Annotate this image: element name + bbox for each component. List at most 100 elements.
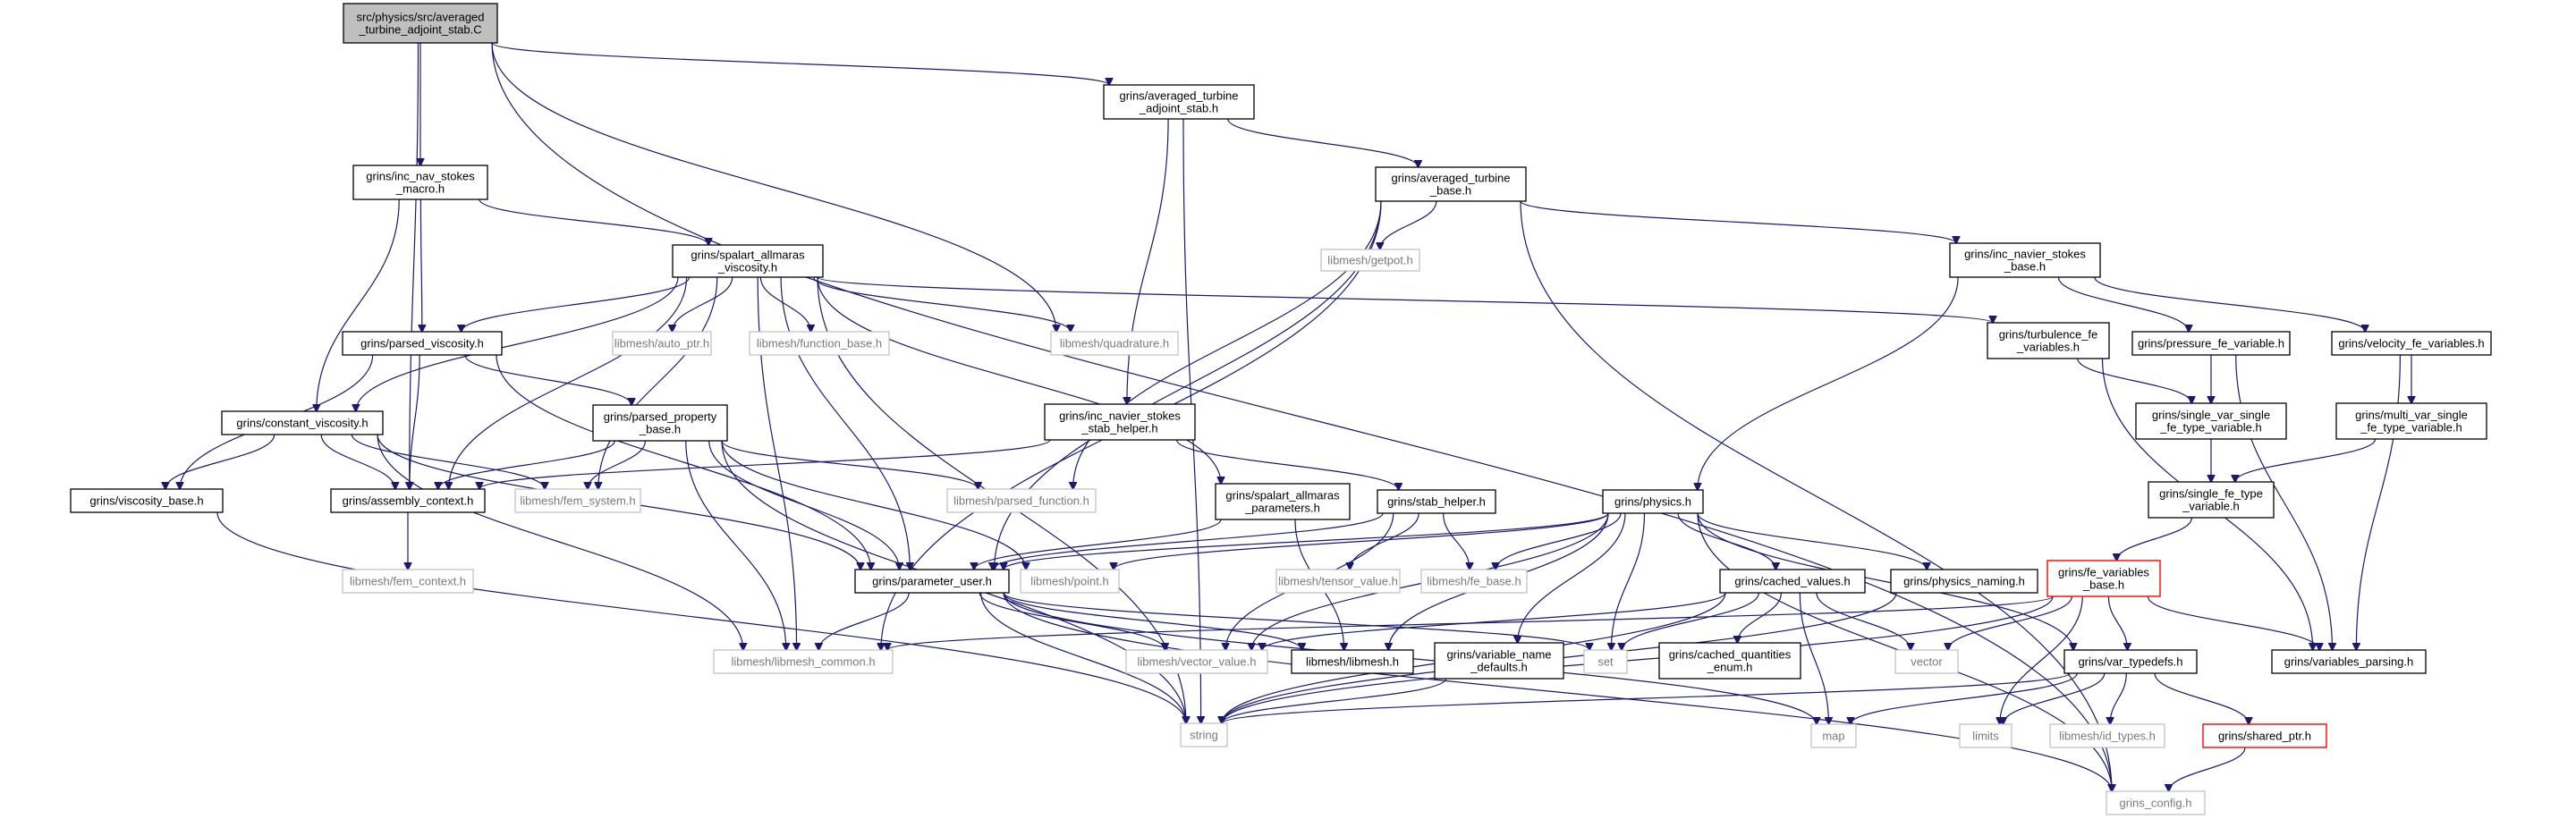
node-box (352, 165, 488, 200)
include-edge (974, 519, 1222, 570)
node-label: grins/multi_var_single (2355, 408, 2468, 421)
node-box (1719, 569, 1866, 594)
node-box (749, 331, 890, 356)
node-libmesh-libmesh-h[interactable]: libmesh/libmesh.h (1291, 649, 1414, 674)
node-grins-viscosity-base-h[interactable]: grins/viscosity_base.h (70, 488, 224, 513)
node-grins-cached-values-h[interactable]: grins/cached_values.h (1719, 569, 1866, 594)
node-label: grins/spalart_allmaras (691, 248, 805, 261)
node-grins-cached-quantities-enum-h[interactable]: grins/cached_quantities_enum.h (1658, 642, 1801, 680)
node-libmesh-fem-context-h: libmesh/fem_context.h (342, 569, 474, 594)
node-grins-shared-ptr-h[interactable]: grins/shared_ptr.h (2202, 723, 2327, 748)
node-grins-velocity-fe-variables-h[interactable]: grins/velocity_fe_variables.h (2331, 331, 2492, 356)
node-box (1375, 166, 1527, 202)
node-box (1275, 569, 1401, 594)
include-edge (813, 276, 1071, 332)
node-libmesh-quadrature-h: libmesh/quadrature.h (1050, 331, 1179, 356)
include-edge (491, 42, 1109, 85)
node-label: grins/single_var_single (2152, 408, 2270, 421)
node-box (612, 331, 712, 356)
include-edge (2107, 595, 2127, 650)
include-edge (1176, 439, 1399, 490)
node-libmesh-function-base-h: libmesh/function_base.h (749, 331, 890, 356)
node-box (1420, 569, 1528, 594)
node-grins-spalart-allmaras-parameters-h[interactable]: grins/spalart_allmaras_parameters.h (1215, 483, 1351, 520)
node-grins-averaged-turbine-adjoint-stab-h[interactable]: grins/averaged_turbine_adjoint_stab.h (1103, 84, 1255, 120)
node-label: libmesh/fem_system.h (520, 494, 635, 507)
node-label: _base.h (2004, 259, 2046, 273)
node-box (1377, 489, 1496, 514)
node-label: grins/parameter_user.h (872, 574, 992, 587)
node-grins-inc-nav-stokes-macro-h[interactable]: grins/inc_nav_stokes_macro.h (352, 165, 488, 200)
node-grins-constant-viscosity-h[interactable]: grins/constant_viscosity.h (221, 410, 384, 435)
include-edge (1496, 512, 1622, 570)
node-label: grins/inc_navier_stokes (1964, 247, 2086, 260)
node-grins-turbulence-fe-variables-h[interactable]: grins/turbulence_fe_variables.h (1987, 322, 2110, 359)
node-label: limits (1972, 729, 1999, 742)
node-grins-var-typedefs-h[interactable]: grins/var_typedefs.h (2063, 649, 2198, 674)
include-edge (1851, 672, 2078, 724)
node-grins-single-var-single-fe-type-variable-h[interactable]: grins/single_var_single_fe_type_variable… (2135, 402, 2287, 440)
node-box (1044, 403, 1196, 441)
node-label: grins/constant_viscosity.h (236, 416, 368, 429)
include-edge (673, 276, 733, 332)
include-edge (1697, 512, 2073, 650)
node-grins-averaged-turbine-base-h[interactable]: grins/averaged_turbine_base.h (1375, 166, 1527, 202)
node-grins-parsed-viscosity-h[interactable]: grins/parsed_viscosity.h (342, 331, 503, 356)
node-string: string (1180, 722, 1228, 747)
node-grins-spalart-allmaras-viscosity-h[interactable]: grins/spalart_allmaras_viscosity.h (672, 244, 824, 278)
include-edge (2235, 438, 2377, 482)
include-edge (780, 276, 910, 570)
node-box (2131, 331, 2291, 356)
node-box (1894, 649, 1959, 674)
include-edge (1799, 592, 1828, 724)
node-label: libmesh/id_types.h (2059, 729, 2156, 742)
include-edge (438, 440, 615, 489)
node-grins-pressure-fe-variable-h[interactable]: grins/pressure_fe_variable.h (2131, 331, 2291, 356)
node-label: grins/averaged_turbine (1120, 89, 1239, 102)
include-edge (377, 434, 743, 650)
node-averaged-turbine-adjoint-stab-c[interactable]: src/physics/src/averaged_turbine_adjoint… (343, 3, 498, 44)
node-grins-variable-name-defaults-h[interactable]: grins/variable_name_defaults.h (1434, 642, 1564, 680)
node-label: grins/shared_ptr.h (2218, 729, 2311, 742)
include-edge (685, 440, 786, 650)
include-edge (721, 440, 1026, 570)
node-box (330, 488, 486, 513)
node-box (1215, 483, 1351, 520)
node-grins-fe-variables-base-h[interactable]: grins/fe_variables_base.h (2046, 560, 2161, 597)
node-label: libmesh/auto_ptr.h (614, 336, 709, 350)
node-label: grins/physics.h (1614, 494, 1691, 508)
node-grins-parameter-user-h[interactable]: grins/parameter_user.h (854, 569, 1010, 594)
include-edge (2077, 358, 2191, 403)
include-edge (1816, 592, 1911, 650)
node-grins-physics-naming-h[interactable]: grins/physics_naming.h (1890, 569, 2038, 594)
node-label: _viscosity.h (717, 260, 777, 274)
node-label: grins/parsed_viscosity.h (360, 336, 484, 350)
node-grins-parsed-property-base-h[interactable]: grins/parsed_property_base.h (592, 404, 728, 442)
include-edge (1222, 672, 2071, 723)
node-grins-multi-var-single-fe-type-variable-h[interactable]: grins/multi_var_single_fe_type_variable.… (2335, 402, 2487, 440)
node-limits: limits (1959, 723, 2012, 748)
node-box (1020, 569, 1120, 594)
node-grins-variables-parsing-h[interactable]: grins/variables_parsing.h (2271, 649, 2427, 674)
node-label: _enum.h (1707, 660, 1753, 673)
node-box (672, 244, 824, 278)
node-box (514, 488, 641, 513)
node-grins-inc-navier-stokes-stab-helper-h[interactable]: grins/inc_navier_stokes_stab_helper.h (1044, 403, 1196, 441)
node-label: _base.h (1429, 183, 1471, 197)
include-edge (1222, 678, 1447, 723)
node-box (2202, 723, 2327, 748)
include-edge (1737, 592, 1782, 643)
node-grins-physics-h[interactable]: grins/physics.h (1602, 489, 1704, 514)
node-label: grins/assembly_context.h (343, 494, 474, 507)
node-grins-config-h: grins_config.h (2106, 790, 2206, 815)
node-label: libmesh/parsed_function.h (953, 494, 1089, 507)
node-box (1810, 723, 1857, 748)
include-edge (1003, 592, 1589, 650)
node-grins-assembly-context-h[interactable]: grins/assembly_context.h (330, 488, 486, 513)
node-grins-single-fe-type-variable-h[interactable]: grins/single_fe_type_variable.h (2148, 481, 2275, 519)
node-label: grins/cached_values.h (1734, 574, 1850, 587)
node-box (2271, 649, 2427, 674)
node-grins-stab-helper-h[interactable]: grins/stab_helper.h (1377, 489, 1496, 514)
node-grins-inc-navier-stokes-base-h[interactable]: grins/inc_navier_stokes_base.h (1949, 242, 2101, 278)
include-edge (2000, 595, 2083, 724)
